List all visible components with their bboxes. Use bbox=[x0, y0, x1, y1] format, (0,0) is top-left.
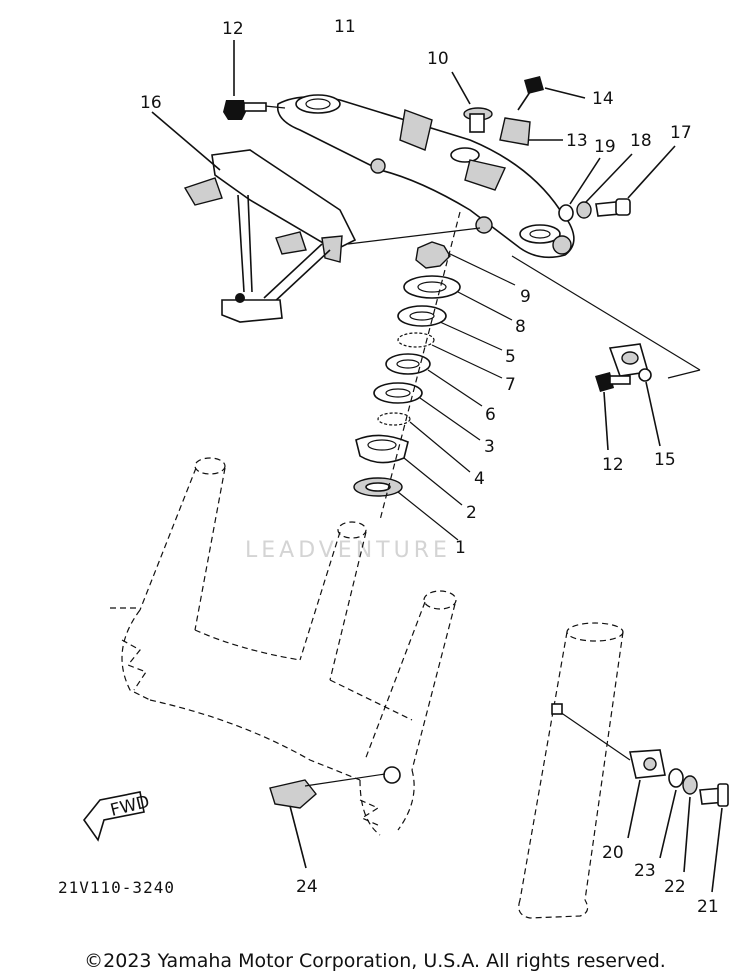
callout-8: 8 bbox=[515, 317, 526, 337]
callout-18: 18 bbox=[630, 131, 652, 151]
upper-bracket bbox=[254, 94, 575, 259]
callout-24: 24 bbox=[296, 877, 318, 897]
callout-11: 11 bbox=[334, 17, 356, 37]
bolt-14-and-cap-13 bbox=[499, 76, 586, 146]
bolt-12-top bbox=[223, 40, 267, 120]
callout-19: 19 bbox=[594, 137, 616, 157]
callout-2: 2 bbox=[466, 503, 477, 523]
bolt-10 bbox=[451, 71, 493, 133]
callout-16: 16 bbox=[140, 93, 162, 113]
callout-1: 1 bbox=[455, 538, 466, 558]
fwd-label: FWD bbox=[108, 792, 151, 821]
callout-23: 23 bbox=[634, 861, 656, 881]
frame bbox=[110, 457, 457, 836]
copyright-notice: ©2023 Yamaha Motor Corporation, U.S.A. A… bbox=[84, 950, 666, 972]
cable-holder-20-23 bbox=[627, 749, 729, 893]
steering-stack bbox=[353, 211, 516, 541]
callout-15: 15 bbox=[654, 450, 676, 470]
callout-14: 14 bbox=[592, 89, 614, 109]
washer-and-bolt-17-18-19 bbox=[558, 145, 676, 222]
callout-22: 22 bbox=[664, 877, 686, 897]
front-fork bbox=[518, 622, 631, 919]
steering-stopper-24 bbox=[269, 773, 386, 869]
callout-12-right: 12 bbox=[602, 455, 624, 475]
reference-code: 21V110-3240 bbox=[58, 878, 175, 897]
callout-10: 10 bbox=[427, 49, 449, 69]
callout-20: 20 bbox=[602, 843, 624, 863]
callout-5: 5 bbox=[505, 347, 516, 367]
callout-17: 17 bbox=[670, 123, 692, 143]
callout-13: 13 bbox=[566, 131, 588, 151]
cable-guide-15 bbox=[595, 343, 661, 451]
callout-4: 4 bbox=[474, 469, 485, 489]
callout-12-top: 12 bbox=[222, 19, 244, 39]
fwd-arrow-icon: FWD bbox=[83, 791, 152, 842]
callout-6: 6 bbox=[485, 405, 496, 425]
callout-9: 9 bbox=[520, 287, 531, 307]
callout-7: 7 bbox=[505, 375, 516, 395]
meter-bracket bbox=[151, 111, 357, 323]
callout-3: 3 bbox=[484, 437, 495, 457]
callout-21: 21 bbox=[697, 897, 719, 917]
watermark: LEADVENTURE bbox=[245, 538, 451, 563]
